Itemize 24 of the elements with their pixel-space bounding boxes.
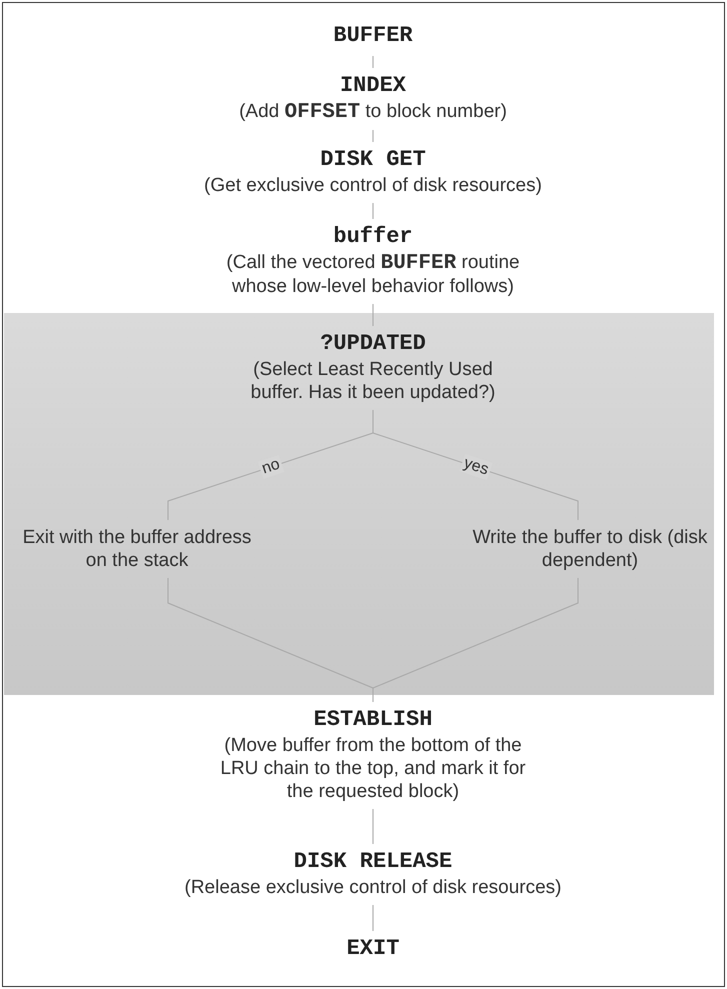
- step-description: (Get exclusive control of disk resources): [204, 174, 542, 197]
- step-title: INDEX: [340, 74, 406, 98]
- step-title: EXIT: [346, 937, 400, 961]
- connector-line: [372, 56, 374, 68]
- step-description: (Move buffer from the bottom of the LRU chain to the top, and mark it for the requested block): [219, 734, 527, 803]
- connector-line: [372, 130, 374, 142]
- connector-line: [372, 202, 374, 220]
- step-title: buffer: [333, 225, 413, 249]
- connector-line: [372, 304, 374, 326]
- connector-line: [372, 904, 374, 932]
- step-description: (Call the vectored BUFFER routine whose low-level behavior follows): [225, 251, 521, 298]
- step-description: (Add OFFSET to block number): [239, 100, 507, 124]
- step-description: (Select Least Recently Used buffer. Has it been updated?): [250, 358, 496, 404]
- step-title: DISK GET: [320, 148, 426, 172]
- connector-line: [372, 808, 374, 844]
- step-description: Exit with the buffer address on the stack: [22, 526, 252, 572]
- step-title: ?UPDATED: [320, 332, 426, 356]
- step-description: Write the buffer to disk (disk dependent): [472, 526, 708, 572]
- shaded-panel: [4, 313, 714, 695]
- connector-line: [372, 410, 578, 520]
- step-title: DISK RELEASE: [294, 850, 452, 874]
- step-description: (Release exclusive control of disk resources): [184, 876, 562, 899]
- step-title: BUFFER: [333, 24, 413, 48]
- step-title: ESTABLISH: [314, 708, 432, 732]
